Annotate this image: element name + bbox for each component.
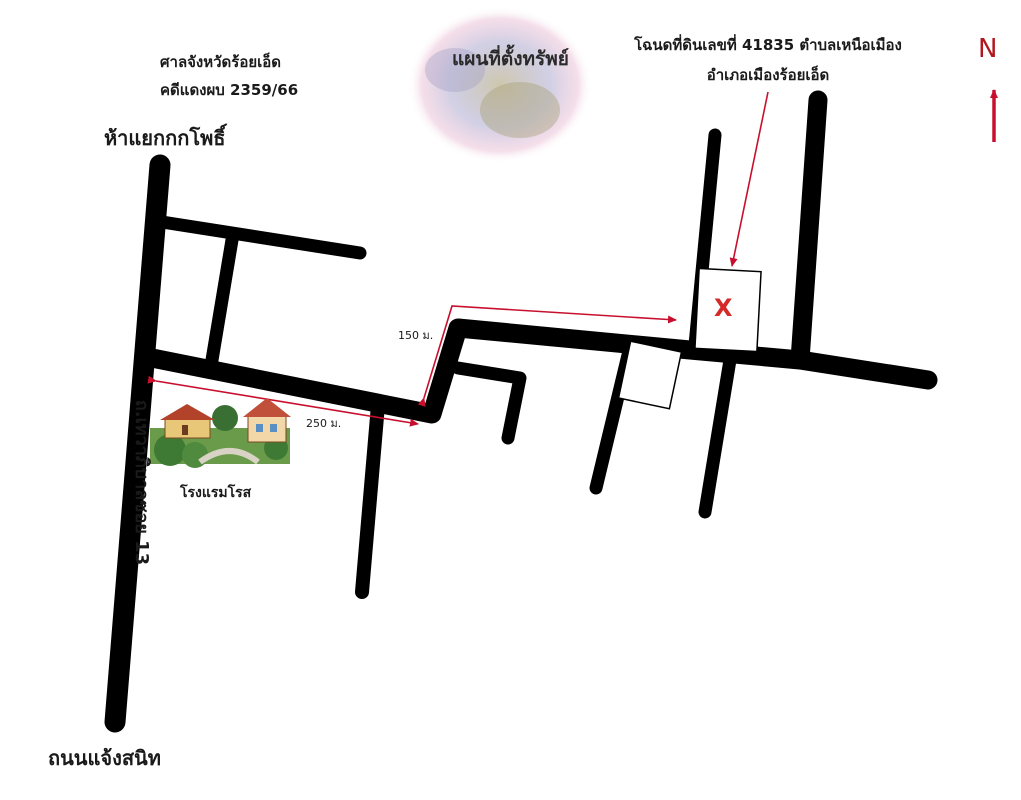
distance-150-arrow xyxy=(417,305,677,407)
deed-info: โฉนดที่ดินเลขที่ 41835 ตำบลเหนือเมือง อำ… xyxy=(618,30,918,90)
road-south-3 xyxy=(698,353,737,519)
neighbor-plot xyxy=(617,340,683,410)
branch-road-connector xyxy=(205,233,239,367)
case-number: คดีแดงผบ 2359/66 xyxy=(160,81,299,99)
distance-150-label: 150 ม. xyxy=(398,329,434,342)
side-road-label: ถ.เทวาภิบาลซอย 13 xyxy=(131,399,153,566)
property-x-mark: X xyxy=(714,294,733,322)
watermark-stamp xyxy=(408,7,592,163)
distance-250-label: 250 ม. xyxy=(306,417,342,430)
road-network xyxy=(104,90,938,733)
court-name: ศาลจังหวัดร้อยเอ็ด xyxy=(160,53,282,71)
road-north-right xyxy=(790,90,828,370)
hotel-label: โรงแรมโรส xyxy=(180,485,252,501)
deed-line-2: อำเภอเมืองร้อยเอ็ด xyxy=(706,66,830,84)
north-label: N xyxy=(978,34,998,64)
deed-pointer-arrow xyxy=(729,91,769,267)
road-south-1 xyxy=(355,398,385,599)
deed-line-1: โฉนดที่ดินเลขที่ 41835 ตำบลเหนือเมือง xyxy=(634,36,902,54)
road-hook xyxy=(451,361,527,445)
property-plot xyxy=(694,267,762,353)
bottom-road-label: ถนนแจ้งสนิท xyxy=(48,746,161,770)
main-road-vertical xyxy=(104,154,171,733)
distance-250-arrow xyxy=(147,375,419,427)
map-title: แผนที่ตั้งทรัพย์ xyxy=(452,48,569,70)
court-info: ศาลจังหวัดร้อยเอ็ด คดีแดงผบ 2359/66 xyxy=(160,48,298,104)
branch-road-top xyxy=(155,215,367,260)
hotel-illustration xyxy=(150,398,291,468)
annotation-arrows xyxy=(147,89,998,427)
junction-label: ห้าแยกกกโพธิ์ xyxy=(104,126,226,150)
